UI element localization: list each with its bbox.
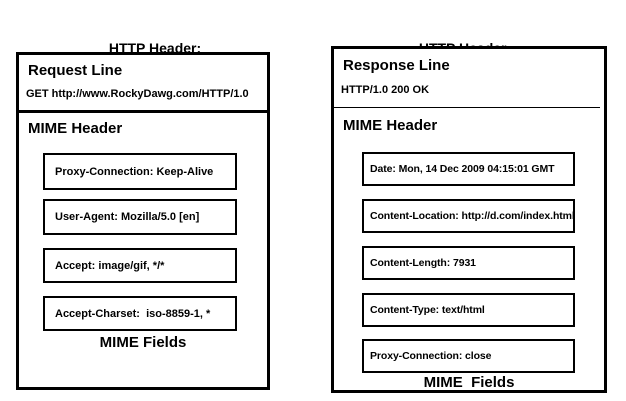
- mime-field-box: Content-Type: text/html: [362, 293, 575, 327]
- mime-field-box: Proxy-Connection: close: [362, 339, 575, 373]
- mime-field-text: User-Agent: Mozilla/5.0 [en]: [55, 211, 200, 223]
- mime-header-heading: MIME Header: [28, 120, 123, 137]
- mime-fields-label: MIME Fields: [99, 334, 187, 351]
- request-line-value: GET http://www.RockyDawg.com/HTTP/1.0: [26, 88, 249, 100]
- mime-field-text: Proxy-Connection: Keep-Alive: [55, 165, 214, 178]
- mime-field-text: Proxy-Connection: close: [370, 350, 492, 362]
- section-divider: [334, 107, 600, 108]
- mime-field-text: Accept-Charset: iso-8859-1, *: [55, 307, 211, 320]
- mime-header-heading: MIME Header: [343, 117, 438, 134]
- response-line-value: HTTP/1.0 200 OK: [341, 84, 430, 96]
- mime-field-text: Date: Mon, 14 Dec 2009 04:15:01 GMT: [370, 163, 555, 175]
- mime-field-box: Accept: image/gif, */*: [43, 248, 237, 283]
- section-divider: [19, 110, 267, 113]
- mime-field-text: Content-Location: http://d.com/index.htm…: [370, 210, 575, 222]
- mime-field-text: Content-Type: text/html: [370, 304, 485, 316]
- mime-field-box: Date: Mon, 14 Dec 2009 04:15:01 GMT: [362, 152, 575, 186]
- mime-fields-label: MIME Fields: [423, 374, 515, 391]
- mime-field-box: Content-Location: http://d.com/index.htm…: [362, 199, 575, 233]
- request-header-box: Request Line GET http://www.RockyDawg.co…: [16, 52, 270, 390]
- mime-field-box: User-Agent: Mozilla/5.0 [en]: [43, 199, 237, 235]
- mime-field-box: Accept-Charset: iso-8859-1, *: [43, 296, 237, 331]
- mime-field-box: Proxy-Connection: Keep-Alive: [43, 153, 237, 190]
- mime-field-text: Content-Length: 7931: [370, 257, 476, 269]
- mime-field-text: Accept: image/gif, */*: [55, 259, 165, 272]
- response-line-heading: Response Line: [343, 57, 450, 74]
- mime-field-box: Content-Length: 7931: [362, 246, 575, 280]
- response-header-box: Response Line HTTP/1.0 200 OK MIME Heade…: [331, 46, 607, 393]
- request-line-heading: Request Line: [28, 62, 123, 79]
